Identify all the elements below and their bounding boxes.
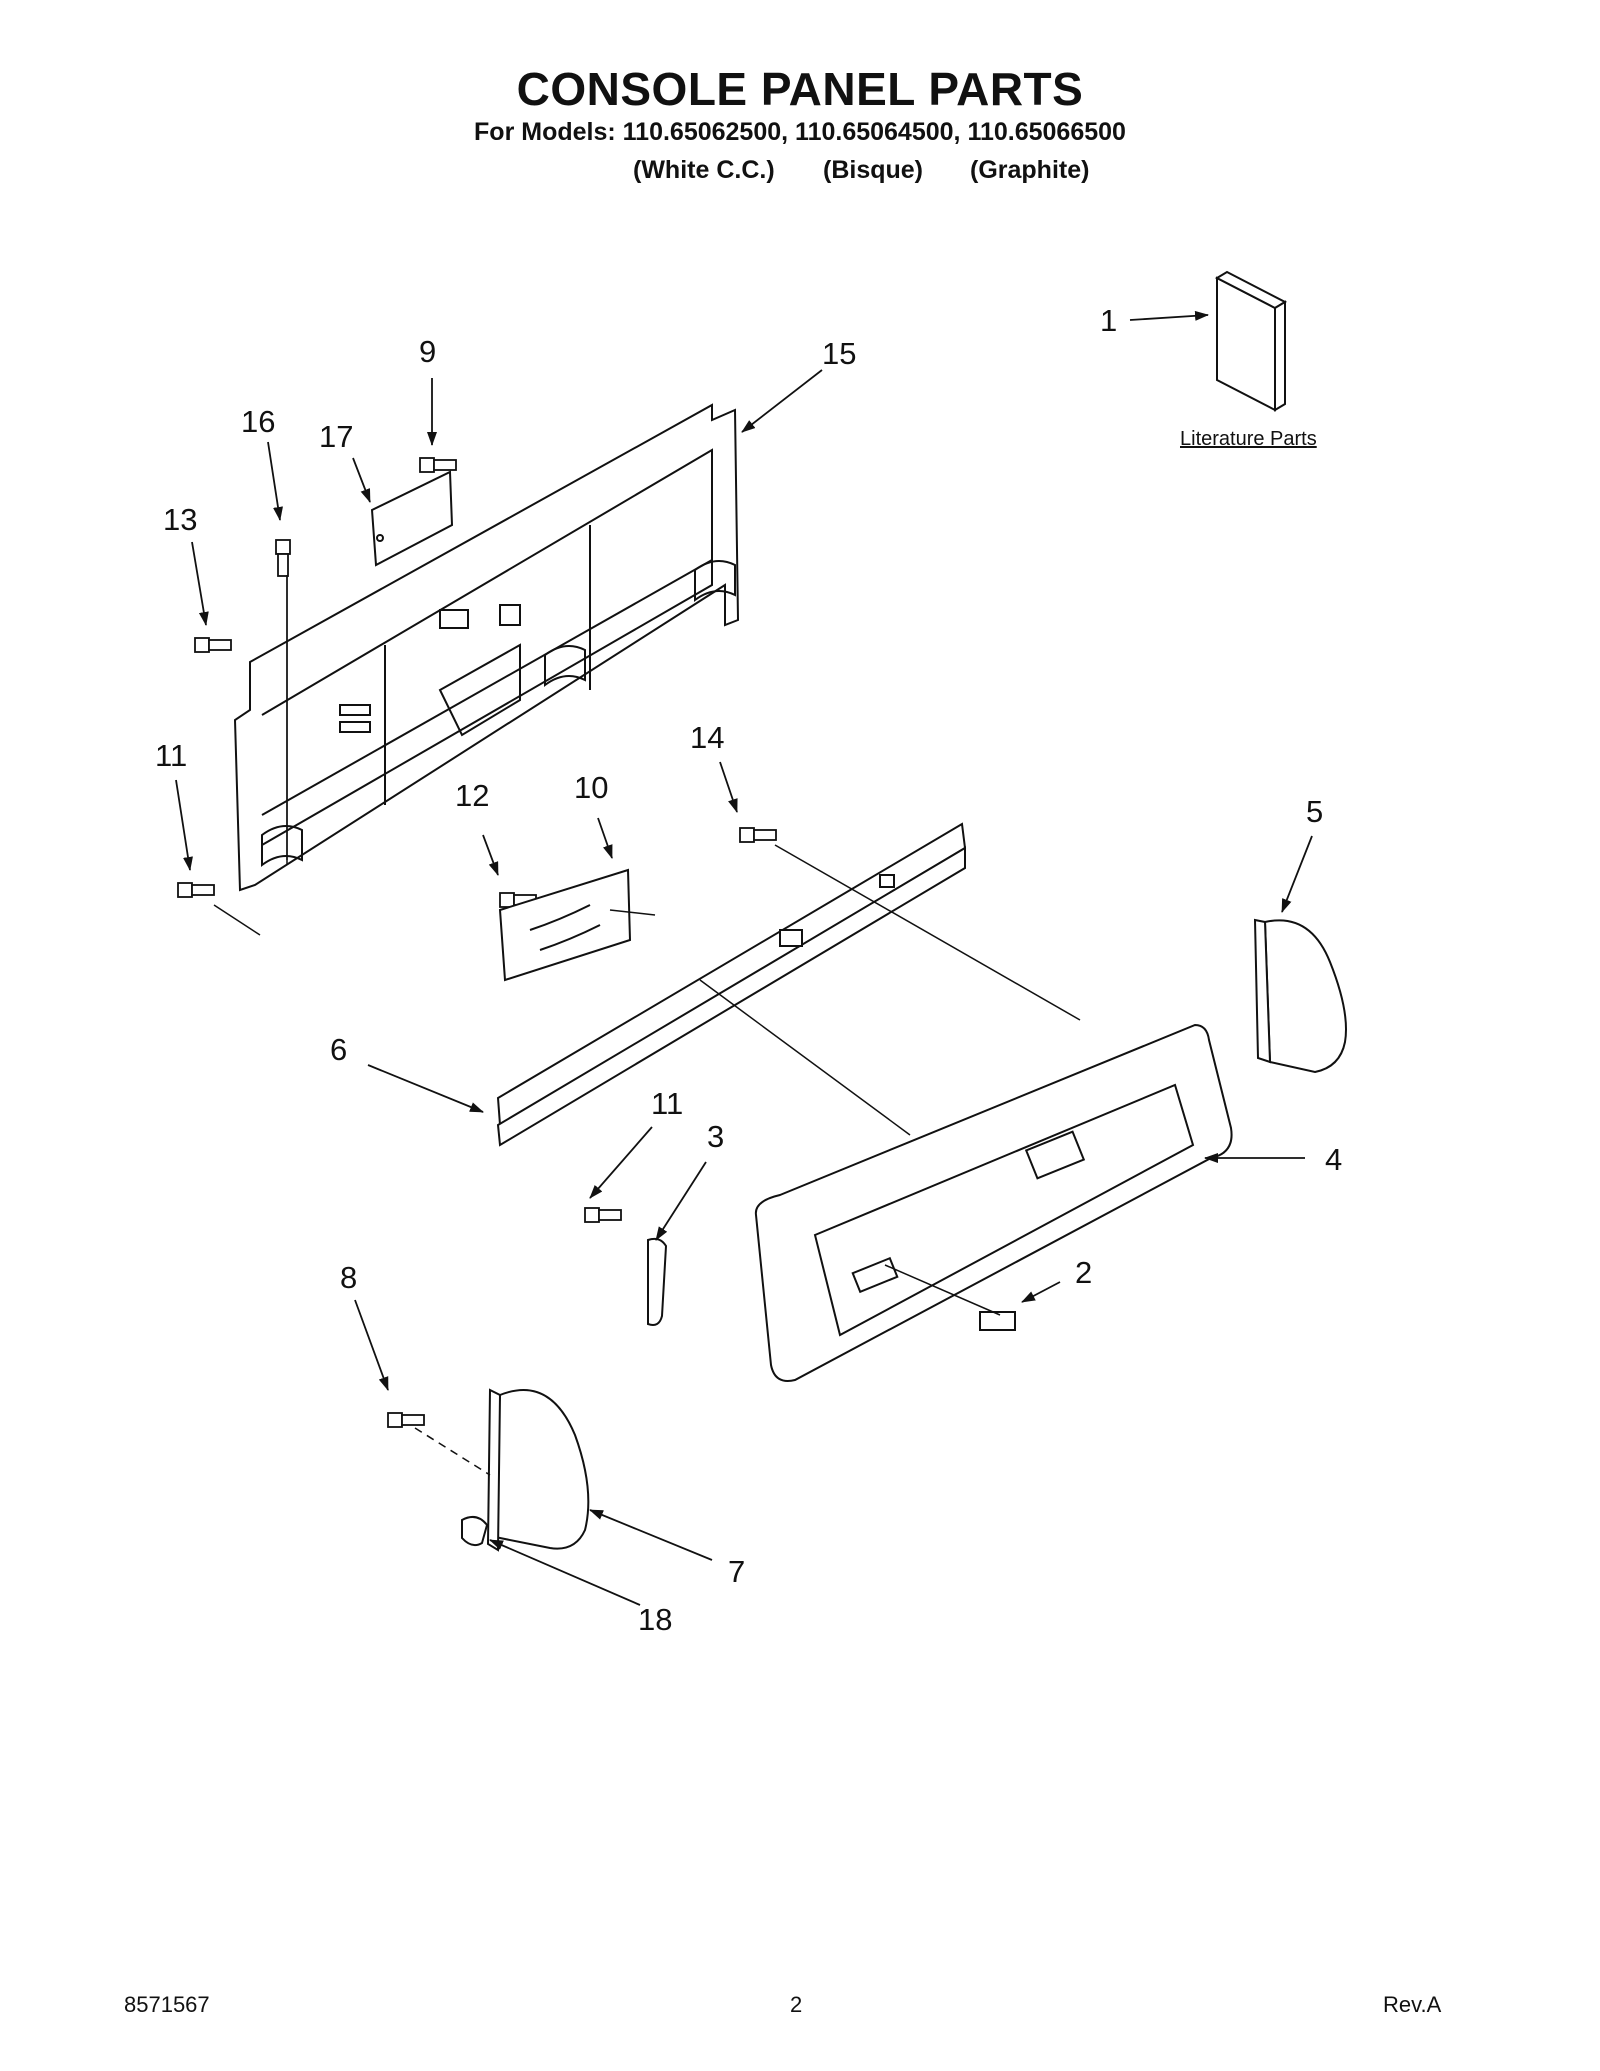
callout-1: 1 xyxy=(1100,303,1117,338)
callout-6: 6 xyxy=(330,1032,347,1067)
revision: Rev.A xyxy=(1383,1992,1442,2017)
callout-16: 16 xyxy=(241,404,275,439)
color-white: (White C.C.) xyxy=(633,156,775,184)
callout-14: 14 xyxy=(690,720,724,755)
callout-18: 18 xyxy=(638,1602,672,1637)
literature-book xyxy=(1214,270,1288,412)
callout-11-top: 11 xyxy=(155,738,187,773)
color-graphite: (Graphite) xyxy=(970,156,1090,184)
bracket-3 xyxy=(647,1237,668,1326)
callout-numbers: 1 2 3 4 5 6 7 8 9 10 11 11 12 13 14 15 1… xyxy=(155,303,1342,1637)
doc-number: 8571567 xyxy=(124,1992,210,2017)
callout-9: 9 xyxy=(419,334,436,369)
control-board-10 xyxy=(498,868,632,982)
callout-12: 12 xyxy=(455,778,489,813)
callout-5: 5 xyxy=(1306,794,1323,829)
mounting-rail-6 xyxy=(496,822,967,1147)
callout-7: 7 xyxy=(728,1554,745,1589)
callout-3: 3 xyxy=(707,1119,724,1154)
callout-leaders xyxy=(175,310,1313,1606)
models-line: For Models: 110.65062500, 110.65064500, … xyxy=(474,118,1126,146)
badge-2 xyxy=(979,1311,1016,1331)
callout-13: 13 xyxy=(163,502,197,537)
callout-17: 17 xyxy=(319,419,353,454)
page-number: 2 xyxy=(790,1992,803,2017)
end-cap-left-7 xyxy=(486,1388,590,1552)
callout-8: 8 xyxy=(340,1260,357,1295)
page-title: CONSOLE PANEL PARTS xyxy=(516,63,1084,115)
back-panel-15 xyxy=(233,403,740,892)
assembly-lines xyxy=(213,575,1081,1476)
callout-15: 15 xyxy=(822,336,856,371)
color-bisque: (Bisque) xyxy=(823,156,923,184)
end-cap-right-5 xyxy=(1253,918,1347,1074)
callout-4: 4 xyxy=(1325,1142,1342,1177)
screws xyxy=(177,457,777,1428)
callout-10: 10 xyxy=(574,770,608,805)
callout-2: 2 xyxy=(1075,1255,1092,1290)
literature-parts-label: Literature Parts xyxy=(1180,428,1317,450)
callout-11-lower: 11 xyxy=(651,1086,683,1121)
bracket-17 xyxy=(370,470,454,567)
clip-18 xyxy=(461,1515,489,1547)
